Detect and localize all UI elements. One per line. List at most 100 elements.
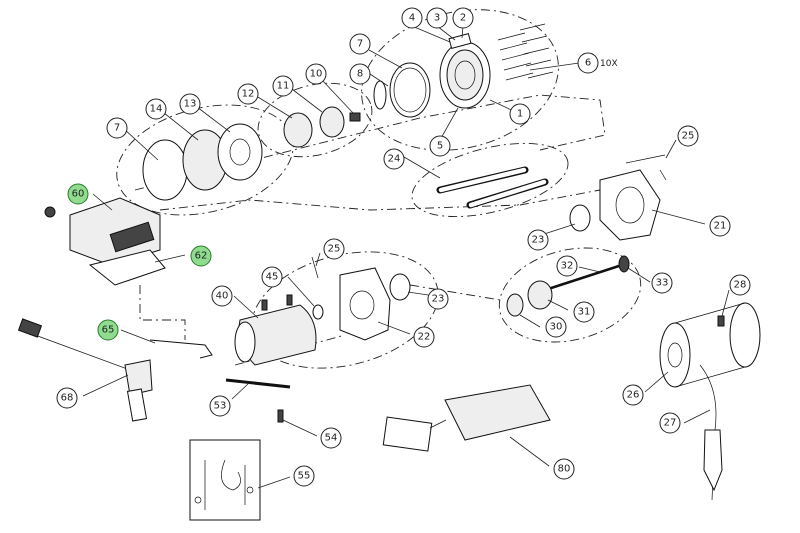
callout-68[interactable]: 68 — [56, 387, 78, 409]
svg-text:14: 14 — [150, 104, 163, 115]
callout-6[interactable]: 6 — [577, 52, 599, 74]
sun-gear-10 — [349, 112, 361, 122]
bushing — [373, 80, 387, 110]
gear-carrier-12 — [283, 112, 313, 148]
svg-text:23: 23 — [432, 294, 445, 305]
ring-plate-7 — [142, 139, 188, 201]
bushing-23-b — [389, 273, 411, 301]
callout-27[interactable]: 27 — [659, 412, 681, 434]
callout-12[interactable]: 12 — [237, 83, 259, 105]
svg-text:2: 2 — [460, 13, 466, 24]
callout-4[interactable]: 4 — [401, 7, 423, 29]
group-drive-shaft-outline — [498, 247, 642, 343]
callout-32[interactable]: 32 — [556, 255, 578, 277]
group-connector-line-c — [139, 285, 186, 340]
svg-text:33: 33 — [656, 278, 669, 289]
brake-31 — [527, 280, 553, 310]
callout-26[interactable]: 26 — [622, 384, 644, 406]
callout-28[interactable]: 28 — [729, 274, 751, 296]
drum-bearing-inner — [446, 49, 484, 101]
group-tie-rod-outline — [411, 142, 569, 218]
callout-24[interactable]: 24 — [383, 148, 405, 170]
svg-text:12: 12 — [242, 89, 255, 100]
hook-27 — [703, 429, 723, 492]
callout-45[interactable]: 45 — [261, 266, 283, 288]
ring-gear-13 — [217, 123, 263, 181]
drum-screws — [497, 23, 554, 81]
svg-text:55: 55 — [298, 471, 311, 482]
coupler-30 — [506, 293, 524, 317]
callout-30[interactable]: 30 — [545, 316, 567, 338]
svg-text:26: 26 — [627, 390, 640, 401]
gasket-ring — [389, 62, 431, 118]
drum-flange-left — [659, 322, 691, 388]
hardware-kit-55 — [189, 439, 261, 521]
callout-40[interactable]: 40 — [211, 285, 233, 307]
callout-55[interactable]: 55 — [293, 465, 315, 487]
svg-text:7: 7 — [114, 123, 120, 134]
callout-33[interactable]: 33 — [651, 272, 673, 294]
washer-45 — [312, 304, 324, 320]
drum-cable-parts — [659, 302, 761, 501]
svg-text:8: 8 — [357, 69, 363, 80]
callout-22[interactable]: 22 — [413, 326, 435, 348]
svg-text:7: 7 — [357, 39, 363, 50]
svg-text:65: 65 — [102, 325, 115, 336]
callout-65[interactable]: 65 — [97, 319, 119, 341]
svg-text:25: 25 — [328, 244, 341, 255]
group-drum-end-outline — [361, 9, 559, 151]
svg-text:27: 27 — [664, 418, 677, 429]
callout-21[interactable]: 21 — [709, 215, 731, 237]
drive-shaft-parts — [506, 255, 630, 317]
callout-7-top[interactable]: 7 — [349, 33, 371, 55]
quantity-note: 10X — [600, 59, 618, 69]
callout-5[interactable]: 5 — [429, 135, 451, 157]
group-gear-carrier-outline — [257, 82, 373, 158]
svg-text:30: 30 — [550, 322, 563, 333]
callout-60[interactable]: 60 — [67, 183, 89, 205]
callout-14[interactable]: 14 — [145, 98, 167, 120]
latch-cap — [448, 32, 472, 50]
callout-53[interactable]: 53 — [209, 395, 231, 417]
svg-text:3: 3 — [434, 13, 440, 24]
end-housing-21 — [599, 169, 661, 241]
svg-text:13: 13 — [184, 99, 197, 110]
svg-text:5: 5 — [437, 141, 443, 152]
bushing-23-a — [569, 204, 591, 232]
svg-text:80: 80 — [558, 464, 571, 475]
callout-23-lower[interactable]: 23 — [427, 288, 449, 310]
callout-25-lower[interactable]: 25 — [323, 238, 345, 260]
callout-80[interactable]: 80 — [553, 458, 575, 480]
drum-end-parts — [373, 23, 554, 118]
callout-11[interactable]: 11 — [272, 75, 294, 97]
callout-62[interactable]: 62 — [190, 245, 212, 267]
svg-text:28: 28 — [734, 280, 747, 291]
callout-1[interactable]: 1 — [509, 103, 531, 125]
callout-10[interactable]: 10 — [305, 63, 327, 85]
ring-gear-parts — [142, 123, 263, 201]
callout-13[interactable]: 13 — [179, 93, 201, 115]
svg-text:45: 45 — [266, 272, 279, 283]
callout-2[interactable]: 2 — [452, 7, 474, 29]
svg-text:62: 62 — [195, 251, 208, 262]
rod-53 — [225, 378, 291, 389]
svg-text:54: 54 — [325, 433, 338, 444]
bolt-28 — [717, 315, 725, 327]
svg-text:25: 25 — [682, 131, 695, 142]
callout-8[interactable]: 8 — [349, 63, 371, 85]
end-housing-parts — [569, 154, 667, 241]
callout-25-upper[interactable]: 25 — [677, 125, 699, 147]
svg-text:4: 4 — [409, 13, 415, 24]
svg-text:31: 31 — [578, 307, 591, 318]
callout-23-upper[interactable]: 23 — [527, 229, 549, 251]
callout-7-left[interactable]: 7 — [106, 117, 128, 139]
callout-balloons: 1 2 3 4 5 6 10X 7 7 8 10 11 12 13 14 21 … — [56, 7, 751, 487]
gear-carrier-parts — [283, 106, 361, 148]
callout-54[interactable]: 54 — [320, 427, 342, 449]
svg-text:40: 40 — [216, 291, 229, 302]
control-parts — [17, 197, 213, 422]
callout-31[interactable]: 31 — [573, 301, 595, 323]
svg-text:6: 6 — [585, 58, 591, 69]
callout-3[interactable]: 3 — [426, 7, 448, 29]
drive-shaft-32 — [544, 263, 623, 292]
